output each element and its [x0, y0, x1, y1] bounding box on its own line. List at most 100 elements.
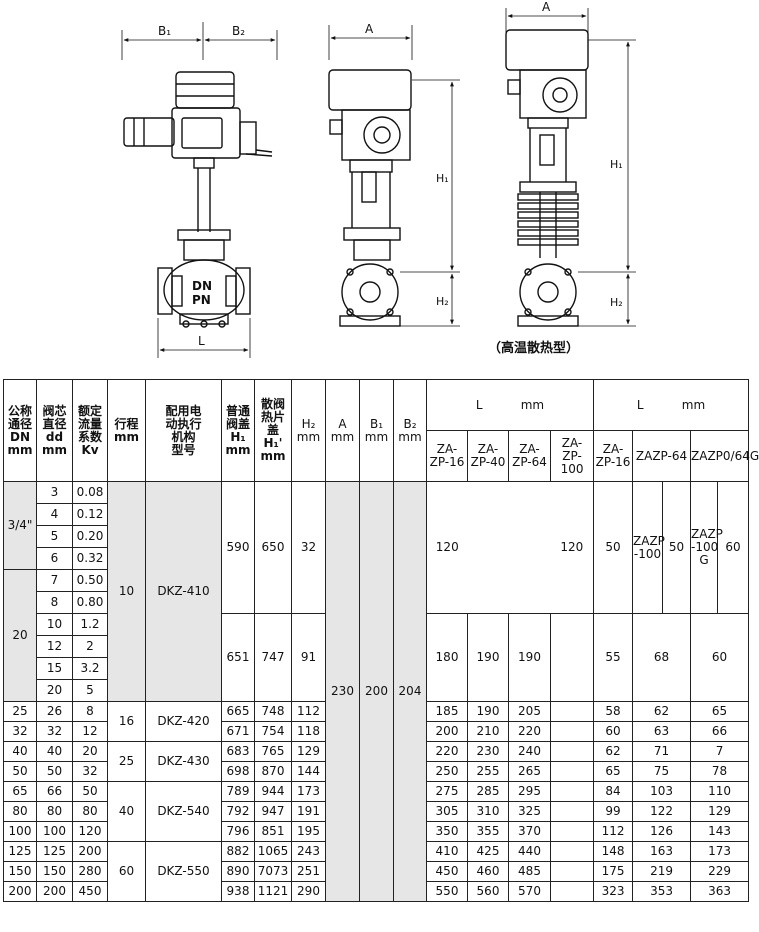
table-row: 25 26 8 16 DKZ-420 665 748 112 185 190 2… — [3, 701, 750, 742]
l-zp64-empty-cell — [508, 481, 551, 614]
l-zp40-empty-cell — [467, 481, 509, 614]
dn-cell: 150 — [3, 861, 37, 882]
stroke-cell: 60 — [107, 841, 146, 902]
h2-cell: 118 — [291, 721, 326, 742]
dn-cell: 125 — [3, 841, 37, 862]
col-za64-header: ZA- ZP-64 — [508, 430, 551, 482]
l-b64-cell: 353 — [632, 881, 692, 902]
col-dd-header: 阀芯 直径 dd mm — [36, 379, 73, 482]
b1-label: B₁ — [158, 24, 171, 38]
l-zp64-cell: 265 — [508, 761, 551, 782]
l-zp40-cell: 230 — [467, 741, 509, 762]
kv-cell: 0.32 — [72, 547, 108, 570]
h1p-cell: 1065 — [254, 841, 292, 862]
dn-cell: 25 — [3, 701, 37, 722]
l-zp40-cell: 310 — [467, 801, 509, 822]
table-row: 40 40 20 25 DKZ-430 683 765 129 220 230 … — [3, 741, 750, 782]
high-temp-caption: （高温散热型） — [488, 340, 579, 356]
l-b64-cell: 68 — [632, 613, 692, 702]
col-zazp064g-header: ZAZP0/64G — [690, 430, 759, 482]
l-b16-cell: 175 — [593, 861, 634, 882]
col-a-header: A mm — [325, 379, 360, 482]
zazp100g-header-cell: ZAZP -100 G — [690, 481, 723, 614]
dd-cell: 66 — [36, 781, 73, 802]
l-b64g-cell: 65 — [690, 701, 750, 722]
l-b16-cell: 323 — [593, 881, 634, 902]
l-zp16-cell: 410 — [426, 841, 468, 862]
h1p-cell: 870 — [254, 761, 292, 782]
kv-cell: 120 — [72, 821, 108, 842]
col-kv-header: 额定 流量 系数 Kv — [72, 379, 108, 482]
l-zp40-cell: 210 — [467, 721, 509, 742]
l-b64-cell: 122 — [632, 801, 692, 822]
h1p-cell: 650 — [254, 481, 292, 614]
h1p-cell: 754 — [254, 721, 292, 742]
l-zp64-cell: 485 — [508, 861, 551, 882]
kv-cell: 280 — [72, 861, 108, 882]
kv-cell: 50 — [72, 781, 108, 802]
h2-cell: 290 — [291, 881, 326, 902]
high-temp-view-drawing — [505, 8, 636, 327]
h1p-cell: 7073 — [254, 861, 292, 882]
stroke-cell: 40 — [107, 781, 146, 842]
dd-cell: 12 — [36, 635, 73, 658]
a-label-side: A — [365, 22, 374, 36]
l-zp64-cell: 440 — [508, 841, 551, 862]
dd-cell: 80 — [36, 801, 73, 822]
l-zp16-cell: 120 — [426, 481, 468, 614]
l-zp40-cell: 190 — [467, 701, 509, 722]
table-row: 5 0.20 — [4, 525, 749, 548]
col-za16-header: ZA- ZP-16 — [426, 430, 468, 482]
table-row: 6 0.32 — [4, 547, 749, 570]
h1p-cell: 851 — [254, 821, 292, 842]
col-dn-header: 公称 通径 DN mm — [3, 379, 37, 482]
l-b16-cell: 60 — [593, 721, 634, 742]
h1-cell: 938 — [221, 881, 255, 902]
h1-cell: 665 — [221, 701, 255, 722]
h1-label-side: H₁ — [436, 172, 449, 185]
l-zp16-cell: 350 — [426, 821, 468, 842]
l-b64-cell: 75 — [632, 761, 692, 782]
dn-cell: 100 — [3, 821, 37, 842]
dd-cell: 4 — [36, 503, 73, 526]
l-b16-cell: 148 — [593, 841, 634, 862]
l-zp40-cell: 255 — [467, 761, 509, 782]
l-zp100-empty-cell — [549, 741, 595, 762]
h1p-cell: 747 — [254, 613, 292, 702]
l-b64g-cell: 66 — [690, 721, 750, 742]
h1-cell: 671 — [221, 721, 255, 742]
l-b16-cell: 84 — [593, 781, 634, 802]
actuator-cell: DKZ-420 — [145, 701, 222, 742]
kv-cell: 80 — [72, 801, 108, 822]
l-zp64-cell: 570 — [508, 881, 551, 902]
col-b1-header: B₁ mm — [359, 379, 394, 482]
col-actuator-header: 配用电 动执行 机构 型号 — [145, 379, 222, 482]
h2-cell: 243 — [291, 841, 326, 862]
table-row: 12 2 — [4, 635, 749, 658]
col-h1p-header: 散阀 热片 盖 H₁' mm — [254, 379, 292, 482]
dn-cell: 3/4" — [3, 481, 37, 570]
l-g-cell: 60 — [717, 481, 750, 614]
dd-cell: 32 — [36, 721, 73, 742]
col-za40-header: ZA- ZP-40 — [467, 430, 509, 482]
col-zazp16-header: ZA- ZP-16 — [593, 430, 634, 482]
l-zp100-empty-cell — [549, 613, 595, 702]
col-stroke-header: 行程 mm — [107, 379, 146, 482]
dn-cell: 200 — [3, 881, 37, 902]
actuator-cell: DKZ-410 — [145, 481, 222, 702]
h1-cell: 792 — [221, 801, 255, 822]
stroke-cell: 10 — [107, 481, 146, 702]
dd-cell: 100 — [36, 821, 73, 842]
side-view-drawing — [328, 25, 460, 327]
col-h1-header: 普通 阀盖 H₁ mm — [221, 379, 255, 482]
dn-label: DN — [192, 279, 212, 293]
dd-cell: 7 — [36, 569, 73, 592]
dd-cell: 50 — [36, 761, 73, 782]
table-row: 3/4" 3 0.08 10 DKZ-410 590 650 32 230 20… — [3, 481, 750, 902]
subheader-row: ZA- ZP-16 ZA- ZP-40 ZA- ZP-64 ZA- ZP-100… — [4, 430, 759, 482]
table-row: 8 0.80 — [4, 591, 749, 614]
l-b64g-cell: 78 — [690, 761, 750, 782]
l-b16-cell: 112 — [593, 821, 634, 842]
l-group-2-header: L mm — [593, 379, 750, 431]
